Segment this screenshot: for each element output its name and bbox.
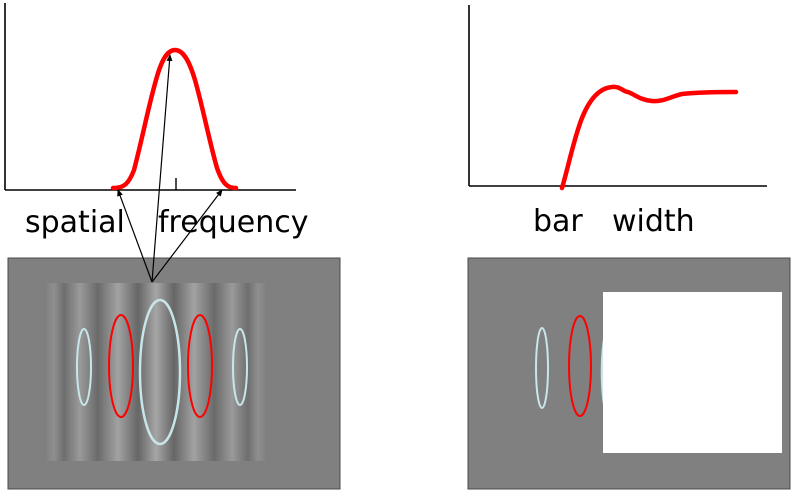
arrow-to-left-tail	[117, 189, 153, 283]
x-axis-label-frequency: frequency	[158, 205, 308, 240]
sinusoidal-grating	[44, 283, 268, 461]
inhibitory-flank-left	[535, 327, 549, 409]
excitatory-subregion-left	[108, 314, 134, 418]
arrow-to-right-tail	[151, 189, 223, 283]
grating-stimulus-panel	[7, 257, 341, 490]
x-axis-label-bar: bar	[533, 204, 583, 239]
arrows	[117, 54, 223, 283]
x-axis-label-spatial: spatial	[25, 205, 125, 240]
excitatory-subregion-right	[187, 314, 213, 418]
x-axis-label-width: width	[612, 204, 695, 239]
spatial-frequency-tuning-curve	[110, 47, 239, 191]
bar-stimulus-panel	[467, 257, 791, 490]
bar-width-plot	[468, 5, 767, 191]
spatial-frequency-plot	[4, 3, 296, 191]
inhibitory-center-subregion	[138, 298, 182, 446]
inhibitory-flank-outer-right	[232, 328, 248, 406]
bar-width-tuning-curve	[559, 84, 739, 191]
white-bar-stimulus	[603, 292, 782, 453]
excitatory-subregion	[568, 315, 592, 417]
arrow-to-peak	[151, 54, 173, 283]
inhibitory-flank-outer-left	[76, 328, 92, 406]
